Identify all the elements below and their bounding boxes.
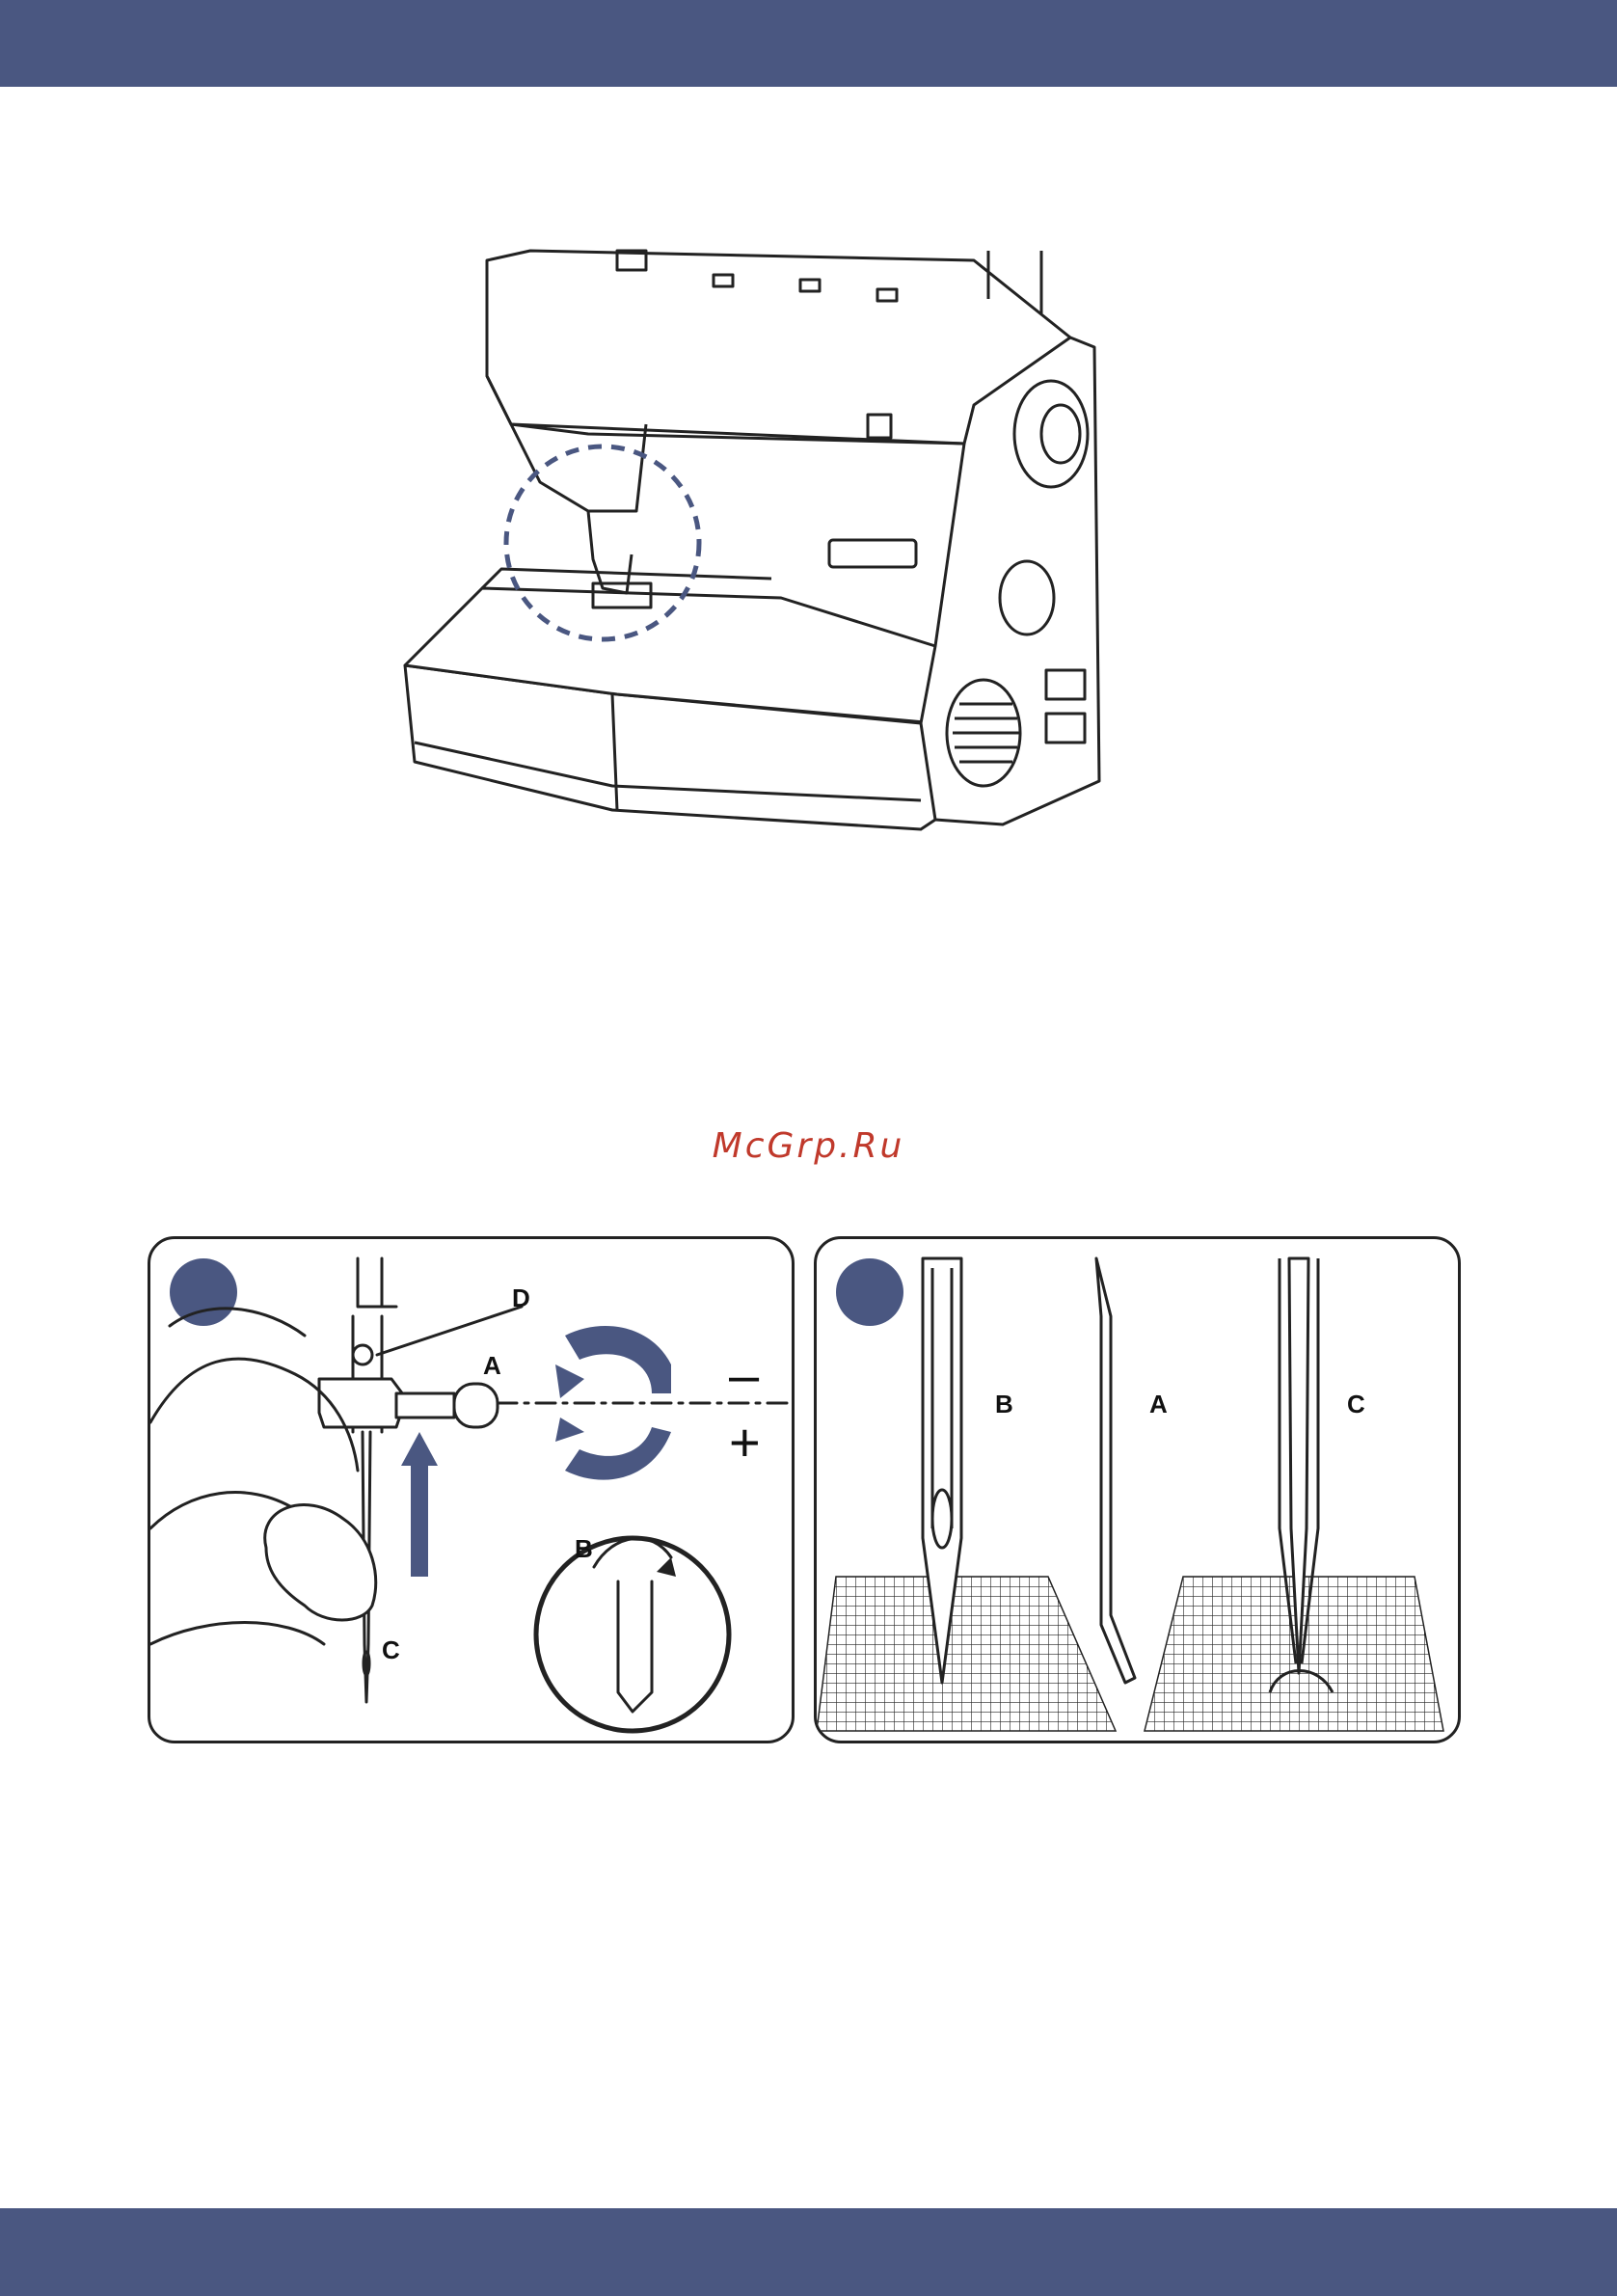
label-b: B <box>995 1390 1013 1418</box>
footer-band <box>0 2208 1617 2296</box>
step-badge-1 <box>170 1258 237 1326</box>
label-d: D <box>512 1283 530 1312</box>
label-b: B <box>575 1534 593 1563</box>
figure-panel-needle-types: B A C <box>814 1236 1461 1743</box>
needle-insertion-illustration: D A B C – + <box>150 1239 792 1741</box>
minus-sign: – <box>729 1344 760 1405</box>
sewing-machine-illustration <box>395 222 1128 839</box>
label-c: C <box>1347 1390 1365 1418</box>
header-band <box>0 0 1617 87</box>
needle-types-illustration: B A C <box>817 1239 1458 1741</box>
label-a: A <box>1149 1390 1168 1418</box>
figure-panel-needle-insertion: D A B C – + <box>148 1236 795 1743</box>
plus-sign: + <box>729 1412 761 1472</box>
label-a: A <box>483 1351 501 1380</box>
watermark-text: McGrp.Ru <box>0 1126 1617 1166</box>
step-badge-2 <box>836 1258 903 1326</box>
fabric-left <box>817 1577 1116 1731</box>
label-c: C <box>382 1635 400 1664</box>
